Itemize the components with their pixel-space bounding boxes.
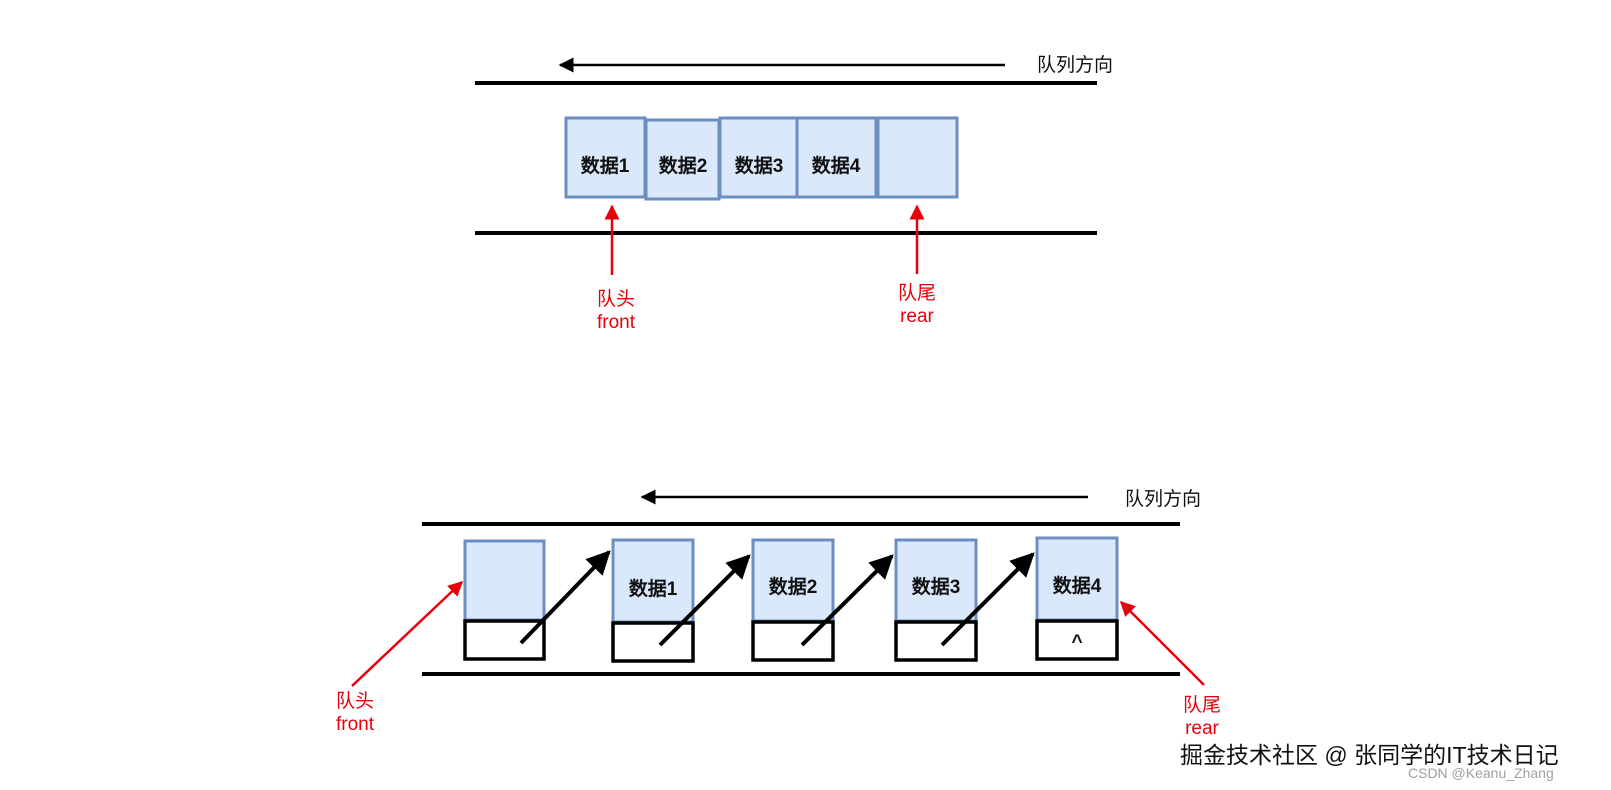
- watermark-main: 掘金技术社区 @ 张同学的IT技术日记: [1180, 742, 1559, 768]
- array-cells: 数据1 数据2 数据3 数据4: [564, 116, 959, 201]
- node-data-label: 数据2: [769, 575, 818, 598]
- node-next-label: ^: [1071, 632, 1082, 653]
- next-pointer-arrow: [519, 550, 611, 645]
- front-pointer-arrow: [351, 580, 464, 687]
- node-data-field: [751, 538, 835, 623]
- array-cell-label: 数据2: [659, 154, 708, 177]
- node-data-field: [894, 538, 978, 623]
- array-cell: [795, 116, 878, 199]
- front-label-en: front: [597, 312, 636, 333]
- direction-label: 队列方向: [1125, 488, 1201, 510]
- front-label-en: front: [336, 714, 375, 735]
- node-data-field: [463, 539, 546, 622]
- rear-label-cn: 队尾: [898, 282, 936, 304]
- node-next-field: [894, 620, 978, 662]
- node-next-field: [611, 621, 695, 663]
- front-label-cn: 队头: [597, 288, 635, 310]
- array-cell: [718, 116, 799, 199]
- list-node: [463, 539, 546, 661]
- linked-queue: 队列方向 数据1 数据2 数据3: [336, 488, 1221, 739]
- array-cell: [564, 116, 647, 199]
- node-data-label: 数据4: [1053, 574, 1102, 597]
- watermark-sub: CSDN @Keanu_Zhang: [1408, 765, 1554, 781]
- node-next-field: [1035, 619, 1119, 661]
- array-cell-label: 数据1: [581, 154, 630, 177]
- list-node: 数据2: [751, 538, 835, 662]
- node-data-label: 数据3: [912, 575, 961, 598]
- next-pointer-arrow: [658, 554, 751, 647]
- array-cell-label: 数据3: [735, 154, 784, 177]
- array-cell-label: 数据4: [812, 154, 861, 177]
- rear-label-en: rear: [1185, 718, 1219, 739]
- array-queue: 队列方向 数据1 数据2 数据3 数据4 队头 front 队尾 rear: [475, 54, 1113, 333]
- node-next-field: [463, 619, 546, 661]
- array-cell: [876, 116, 959, 199]
- rear-pointer-arrow: [1119, 600, 1205, 686]
- front-label-cn: 队头: [336, 690, 374, 712]
- node-data-label: 数据1: [629, 577, 678, 600]
- list-node: 数据3: [894, 538, 978, 662]
- rear-label-cn: 队尾: [1183, 694, 1221, 716]
- rear-label-en: rear: [900, 306, 934, 327]
- list-node: 数据1: [611, 538, 695, 663]
- next-pointer-arrow: [800, 554, 894, 647]
- direction-label: 队列方向: [1037, 54, 1113, 76]
- list-node: 数据4 ^: [1035, 536, 1119, 661]
- next-pointer-arrow: [940, 552, 1035, 647]
- array-cell: [644, 118, 721, 201]
